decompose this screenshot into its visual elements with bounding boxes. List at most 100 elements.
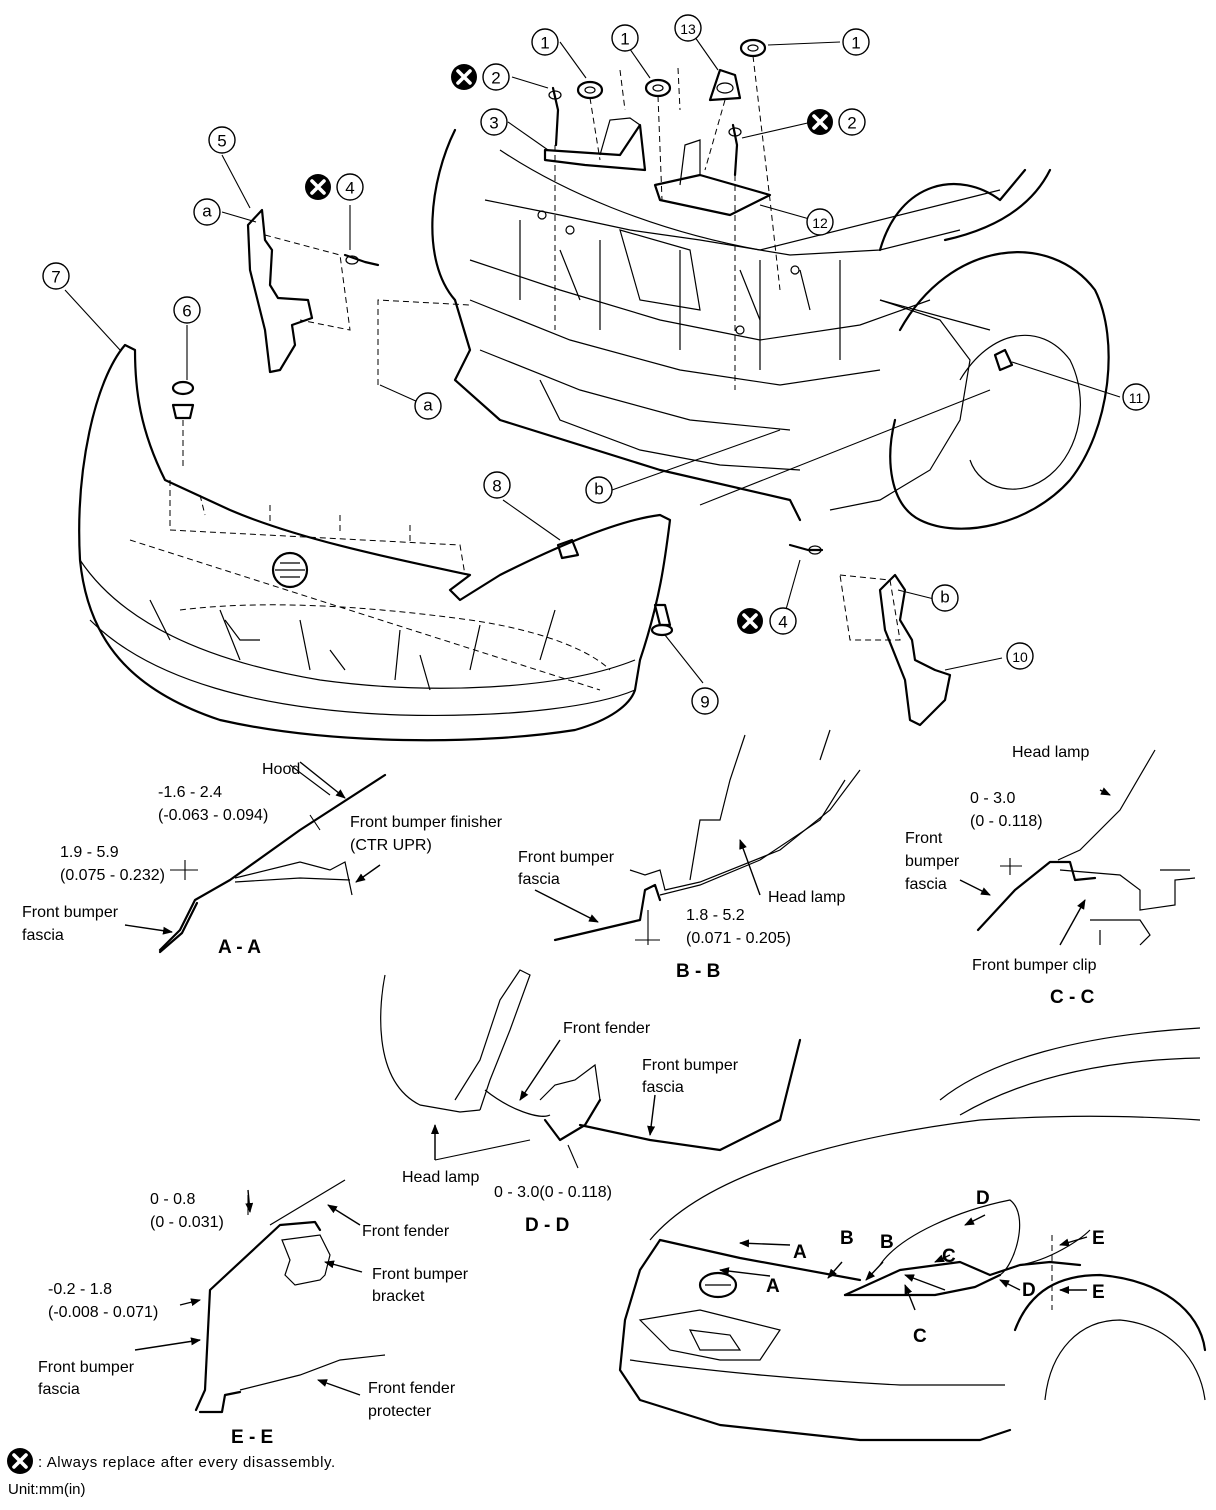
svg-text:(0.075 - 0.232): (0.075 - 0.232) — [60, 867, 165, 884]
side-bracket-right — [788, 543, 952, 727]
unit-label: Unit:mm(in) — [8, 1481, 86, 1498]
svg-text:Front bumper: Front bumper — [38, 1359, 135, 1376]
clip-1a — [576, 80, 604, 100]
svg-text:(0.071 - 0.205): (0.071 - 0.205) — [686, 930, 791, 947]
svg-text:Front fender: Front fender — [563, 1020, 651, 1037]
svg-text:11: 11 — [1129, 390, 1144, 406]
callout-6: 6 — [173, 296, 201, 324]
svg-text:Hood: Hood — [262, 761, 300, 778]
clip-1c — [739, 38, 767, 58]
svg-text:bracket: bracket — [372, 1288, 425, 1305]
svg-text:Head lamp: Head lamp — [768, 889, 845, 906]
x-circle-icon — [5, 1446, 35, 1476]
clip-8 — [556, 538, 580, 560]
svg-text:b: b — [594, 480, 603, 499]
svg-text:1: 1 — [620, 30, 629, 49]
svg-text:Front bumper: Front bumper — [22, 904, 119, 921]
callout-1a: 1 — [531, 28, 559, 56]
replace-marker-4-left — [303, 172, 333, 202]
svg-text:B: B — [880, 1232, 894, 1253]
svg-text:1: 1 — [540, 34, 549, 53]
svg-text:1.9 - 5.9: 1.9 - 5.9 — [60, 844, 119, 861]
callout-b-center: b — [585, 476, 613, 504]
callout-2-right: 2 — [838, 108, 866, 136]
svg-text:1.8 - 5.2: 1.8 - 5.2 — [686, 907, 745, 924]
svg-text:1: 1 — [851, 34, 860, 53]
callout-a-center: a — [414, 392, 442, 420]
svg-text:(-0.008 - 0.071): (-0.008 - 0.071) — [48, 1304, 158, 1321]
callout-9: 9 — [691, 687, 719, 715]
callout-12: 12 — [806, 208, 834, 236]
callout-8: 8 — [483, 471, 511, 499]
svg-text:Front bumper: Front bumper — [642, 1057, 739, 1074]
svg-text:Head lamp: Head lamp — [1012, 744, 1089, 761]
grommet-6 — [171, 380, 195, 470]
svg-text:Front bumper finisher: Front bumper finisher — [350, 814, 503, 831]
svg-text:D - D: D - D — [525, 1215, 569, 1236]
svg-text:a: a — [202, 202, 212, 221]
svg-text:D: D — [976, 1188, 990, 1209]
footer-note: : Always replace after every disassembly… — [38, 1454, 336, 1471]
upper-bracket-right — [653, 139, 772, 217]
pin-2-right — [728, 123, 742, 177]
svg-text:12: 12 — [812, 215, 828, 231]
svg-text:0 - 3.0(0 - 0.118): 0 - 3.0(0 - 0.118) — [494, 1184, 612, 1201]
svg-text:4: 4 — [345, 179, 354, 198]
svg-text:3: 3 — [489, 114, 498, 133]
svg-text:fascia: fascia — [518, 871, 560, 888]
upper-bracket-left — [543, 117, 647, 172]
svg-text:8: 8 — [492, 477, 501, 496]
svg-text:C - C: C - C — [1050, 987, 1095, 1008]
svg-text:fascia: fascia — [22, 927, 64, 944]
bolt-13 — [708, 68, 742, 102]
callout-7: 7 — [42, 262, 70, 290]
svg-text:A - A: A - A — [218, 937, 261, 958]
callout-b-right: b — [931, 584, 959, 612]
bumper-fascia — [78, 343, 672, 742]
replace-marker-2-left — [449, 62, 479, 92]
clip-1b — [644, 78, 672, 98]
svg-text:A: A — [793, 1242, 807, 1263]
svg-text:fascia: fascia — [38, 1381, 80, 1398]
svg-text:C: C — [942, 1246, 956, 1267]
svg-text:Front fender: Front fender — [362, 1223, 450, 1240]
alignment-lines — [377, 55, 781, 390]
callout-5: 5 — [208, 126, 236, 154]
section-a-a: Hood -1.6 - 2.4 (-0.063 - 0.094) Front b… — [22, 761, 503, 958]
svg-text:B: B — [840, 1228, 854, 1249]
section-c-c: Head lamp 0 - 3.0 (0 - 0.118) Front bump… — [905, 744, 1196, 1008]
svg-text:(0 - 0.031): (0 - 0.031) — [150, 1214, 224, 1231]
svg-text:C: C — [913, 1326, 927, 1347]
callout-2-left: 2 — [482, 63, 510, 91]
svg-text:-0.2 - 1.8: -0.2 - 1.8 — [48, 1281, 112, 1298]
svg-text:Front bumper: Front bumper — [372, 1266, 469, 1283]
svg-text:Front bumper: Front bumper — [518, 849, 615, 866]
svg-text:2: 2 — [491, 69, 500, 88]
svg-text:a: a — [423, 396, 433, 415]
svg-text:4: 4 — [778, 613, 787, 632]
replace-marker-2-right — [805, 107, 835, 137]
svg-text:B - B: B - B — [676, 961, 720, 982]
svg-text:2: 2 — [847, 114, 856, 133]
svg-text:A: A — [766, 1276, 780, 1297]
vehicle-body-front — [431, 128, 1110, 530]
svg-text:13: 13 — [680, 21, 696, 37]
svg-text:protecter: protecter — [368, 1403, 432, 1420]
svg-text:Front: Front — [905, 830, 943, 847]
svg-text:(0 - 0.118): (0 - 0.118) — [970, 813, 1043, 830]
svg-text:5: 5 — [217, 132, 226, 151]
svg-text:E: E — [1092, 1228, 1105, 1249]
svg-text:Head lamp: Head lamp — [402, 1169, 479, 1186]
bolt-9 — [650, 603, 674, 637]
svg-text:(-0.063 - 0.094): (-0.063 - 0.094) — [158, 807, 268, 824]
svg-text:9: 9 — [700, 693, 709, 712]
replace-marker-4-right — [735, 606, 765, 636]
svg-text:D: D — [1022, 1280, 1036, 1301]
callout-a-left: a — [193, 198, 221, 226]
callout-1c: 1 — [842, 28, 870, 56]
pin-2-left — [548, 86, 562, 147]
svg-text:(CTR UPR): (CTR UPR) — [350, 837, 432, 854]
svg-text:-1.6 - 2.4: -1.6 - 2.4 — [158, 784, 222, 801]
section-e-e: 0 - 0.8 (0 - 0.031) Front fender Front b… — [38, 1179, 469, 1448]
